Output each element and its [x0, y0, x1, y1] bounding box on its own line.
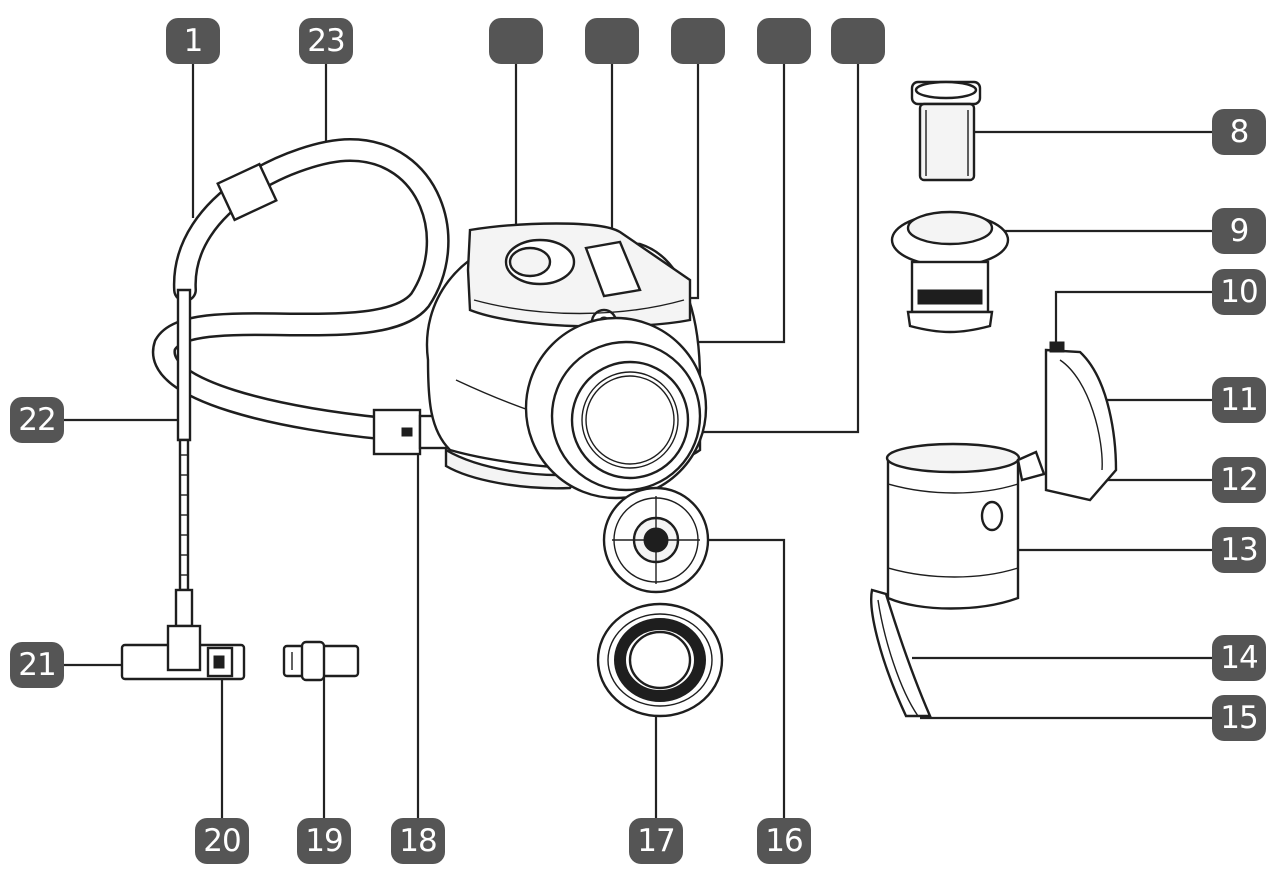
callout-1: 1: [166, 18, 220, 64]
container-bottom-flap: [870, 588, 932, 718]
callout-15: 15: [1212, 695, 1266, 741]
callout-13: 13: [1212, 527, 1266, 573]
callout-9: 9: [1212, 208, 1266, 254]
cylinder-filter: [910, 80, 982, 182]
callout-6: [831, 18, 885, 64]
callout-8: 8: [1212, 109, 1266, 155]
callout-22: 22: [10, 397, 64, 443]
callout-4: [671, 18, 725, 64]
callout-12: 12: [1212, 457, 1266, 503]
dust-container: [885, 442, 1046, 610]
callout-19: 19: [297, 818, 351, 864]
callout-5: [757, 18, 811, 64]
hose: [151, 137, 450, 442]
callout-14: 14: [1212, 635, 1266, 681]
callout-21: 21: [10, 642, 64, 688]
callout-23: 23: [299, 18, 353, 64]
dust-container-lid: [1044, 341, 1118, 502]
callout-3: [585, 18, 639, 64]
main-body: [425, 222, 708, 500]
cyclone-unit: [890, 210, 1010, 334]
callout-20: 20: [195, 818, 249, 864]
callout-16: 16: [757, 818, 811, 864]
callout-18: 18: [391, 818, 445, 864]
telescopic-tube: [174, 288, 194, 628]
motor-filter-sponge: [596, 602, 724, 718]
callout-11: 11: [1212, 377, 1266, 423]
floor-brush: [120, 624, 246, 681]
callout-17: 17: [629, 818, 683, 864]
brush-adapter: [282, 640, 360, 682]
callout-10: 10: [1212, 269, 1266, 315]
callout-2: [489, 18, 543, 64]
motor-filter-grille: [602, 486, 710, 594]
